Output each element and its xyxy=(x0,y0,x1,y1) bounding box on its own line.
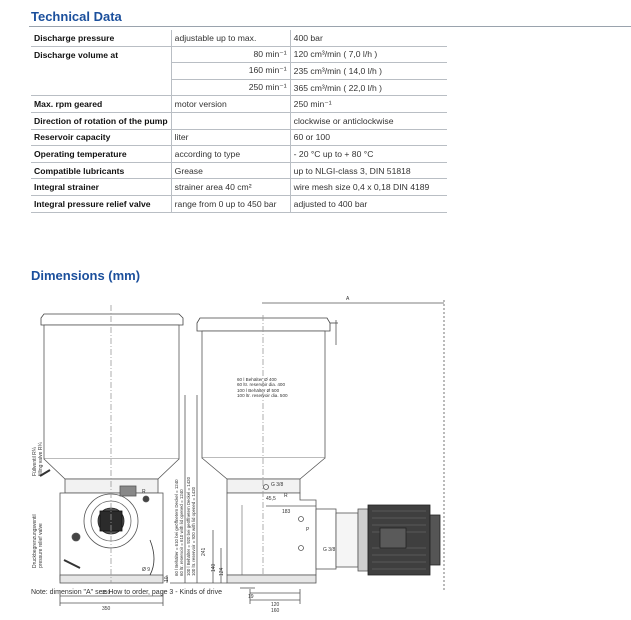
dimension-note: Note: dimension "A" see How to order, pa… xyxy=(31,589,222,596)
spec-value: up to NLGI-class 3, DIN 51818 xyxy=(289,162,447,180)
spec-description: Grease xyxy=(170,162,291,180)
dim-19: 19 xyxy=(248,594,254,600)
spec-value: 400 bar xyxy=(289,30,447,47)
reservoir-label-3: 100 l Behälter Ø 500 xyxy=(237,388,280,393)
dim-g38-top: G 3/8 xyxy=(271,482,283,488)
height-label-3: 100 l Behälter = 920 bei geöffnetem Deck… xyxy=(186,476,191,576)
spec-description: liter xyxy=(170,129,291,147)
spec-value: clockwise or anticlockwise xyxy=(289,112,447,130)
dim-g38-bottom: G 3/8 xyxy=(323,547,335,553)
height-label-1: 60 l Behälter = 610 bei geöffnetem Decke… xyxy=(174,479,179,576)
reservoir-label-1: 60 l Behälter Ø 400 xyxy=(237,377,277,382)
dim-241: 241 xyxy=(201,547,207,556)
spec-label: Integral pressure relief valve xyxy=(31,195,172,213)
spec-description: adjustable up to max. xyxy=(170,30,291,47)
dim-10: 10 xyxy=(164,576,170,582)
dim-183: 183 xyxy=(282,509,291,515)
spec-value: 120 cm³/min ( 7,0 l/h ) xyxy=(289,46,447,64)
spec-label: Direction of rotation of the pump xyxy=(31,112,172,130)
dim-a: A xyxy=(346,296,350,302)
spec-value: adjusted to 400 bar xyxy=(289,195,447,213)
fill-valve-label-en: filling valve R¼ xyxy=(38,442,44,476)
height-label-2: 60 ltr. reservoir = 610 with lid opened … xyxy=(179,489,184,576)
spec-value: wire mesh size 0,4 x 0,18 DIN 4189 xyxy=(289,178,447,196)
spec-description: 250 min⁻¹ xyxy=(170,79,291,97)
spec-value: 235 cm³/min ( 14,0 l/h ) xyxy=(289,62,447,80)
spec-label: Compatible lubricants xyxy=(31,162,172,180)
dim-160: 160 xyxy=(271,608,280,614)
spec-label: Operating temperature xyxy=(31,145,172,163)
reservoir-label-2: 60 ltr. reservoir dia. 400 xyxy=(237,382,285,387)
dim-hole: Ø 9 xyxy=(142,567,150,573)
dim-120: 120 xyxy=(271,602,280,608)
spec-description: according to type xyxy=(170,145,291,163)
height-label-4: 100 ltr. reservoir = 920 with lid opened… xyxy=(191,486,196,576)
dimensions-title: Dimensions (mm) xyxy=(31,268,141,283)
spec-description: range from 0 up to 450 bar xyxy=(170,195,291,213)
spec-label: Integral strainer xyxy=(31,178,172,196)
spec-label: Discharge volume at xyxy=(34,49,119,60)
spec-label xyxy=(31,79,172,97)
port-r-left-label: R xyxy=(142,489,146,495)
dim-350: 350 xyxy=(102,606,111,612)
spec-label: Reservoir capacity xyxy=(31,129,172,147)
relief-valve-label: Druckbegrenzungsventil xyxy=(32,514,38,568)
spec-label: Max. rpm geared xyxy=(31,95,172,113)
dim-45: 45,5 xyxy=(266,496,276,502)
spec-description xyxy=(170,112,291,130)
spec-label: Discharge pressure xyxy=(31,30,172,47)
technical-data-title: Technical Data xyxy=(31,9,122,24)
spec-description: 160 min⁻¹ xyxy=(170,62,291,80)
spec-description: strainer area 40 cm² xyxy=(170,178,291,196)
spec-description: motor version xyxy=(170,95,291,113)
port-p-label: P xyxy=(306,527,310,533)
fill-valve-label: Füllventil R¼ xyxy=(32,446,38,476)
relief-valve-label-en: pressure relief valve xyxy=(38,523,44,568)
spec-value: 365 cm³/min ( 22,0 l/h ) xyxy=(289,79,447,97)
title-divider xyxy=(29,26,631,27)
dim-310: 310 xyxy=(102,590,111,596)
port-r-label: R xyxy=(284,493,288,499)
spec-value: 250 min⁻¹ xyxy=(289,95,447,113)
dim-124: 124 xyxy=(219,567,225,576)
spec-description: 80 min⁻¹ xyxy=(170,46,291,64)
spec-row: Direction of rotation of the pump clockwi… xyxy=(31,112,447,130)
dim-140: 140 xyxy=(211,563,217,572)
spec-value: - 20 °C up to + 80 °C xyxy=(289,145,447,163)
reservoir-label-4: 100 ltr. reservoir dia. 500 xyxy=(237,393,288,398)
spec-value: 60 or 100 xyxy=(289,129,447,147)
